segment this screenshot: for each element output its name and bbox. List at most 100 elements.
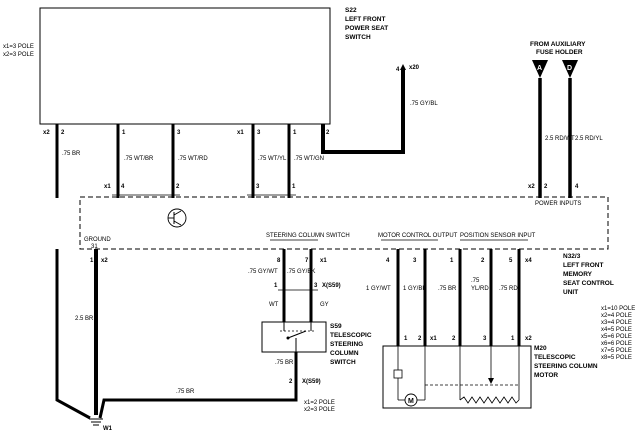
ground-w1: W1 (103, 426, 113, 432)
steer-section-label: STEERING COLUMN SWITCH (266, 233, 350, 239)
m20-label-3: MOTOR (534, 372, 558, 379)
sensor-wire-rd-pin-bot: 1 (511, 336, 515, 342)
pole-item: x5=6 POLE (601, 334, 632, 340)
upper-wire-wt-rd-pin: 3 (177, 130, 181, 136)
fuse-d-letter: D (567, 65, 572, 72)
motor-letter: M (408, 398, 414, 405)
upper-wire-wt-br-pin-bot: 4 (121, 184, 125, 190)
s22-pole-2: x2=3 POLE (3, 52, 34, 58)
upper-wire-wt-yl-label: .75 WT/YL (258, 156, 287, 162)
steer-wire-gy-bk-pin-bot: 3 (314, 283, 318, 289)
sensor-wire-rd-pin: 5 (509, 258, 513, 264)
s22-id: S22 (345, 7, 357, 14)
sensor-wire-rd-label: .75 RD (499, 286, 518, 292)
fuse-wire-rd-yl-pin: 4 (575, 184, 579, 190)
fuse-wire-rd-wt-pin: 2 (544, 184, 548, 190)
steer-wire-gy-wt-pin: 8 (277, 258, 281, 264)
sensor-wire-yl-rd-label-2: YL/RD (471, 286, 489, 292)
m20-label-1: TELESCOPIC (534, 354, 576, 361)
sensor-wire-yl-rd-label-1: .75 (471, 278, 480, 284)
transistor-icon (167, 208, 187, 228)
motor-wire-gy-wt-pin: 4 (386, 258, 390, 264)
sensor-section-label: POSITION SENSOR INPUT (460, 233, 536, 239)
pole-item: x3=4 POLE (601, 320, 632, 326)
ground-wire-bend-left (55, 249, 91, 420)
pole-list: x1=10 POLE x2=4 POLE x3=4 POLE x4=5 POLE… (601, 306, 635, 361)
m20-internal-circuit (393, 346, 520, 404)
pole-item: x6=6 POLE (601, 341, 632, 347)
fuse-wire-conn: x2 (528, 184, 535, 190)
steer-wire-gy-bk-label: .75 GY/BK (287, 269, 315, 275)
sensor-wire-br-pin-bot: 2 (452, 336, 456, 342)
s59-switch-icon (280, 322, 316, 352)
fuse-label-1: FROM AUXILIARY (530, 41, 586, 48)
fuse-wire-rd-yl-label: 2.5 RD/YL (575, 136, 603, 142)
m20-label-2: STEERING COLUMN (534, 363, 598, 370)
motor-icon (404, 393, 418, 407)
n32-label-2: MEMORY (563, 271, 593, 278)
wire-gy-bl-label: .75 GY/BL (410, 101, 438, 107)
upper-wire-br-pin: 2 (61, 130, 65, 136)
s22-label-2: POWER SEAT (345, 25, 388, 32)
pole-item: x1=10 POLE (601, 306, 635, 312)
s22-label-1: LEFT FRONT (345, 16, 385, 23)
motor-wire-gy-bk-label: 1 GY/BK (403, 286, 426, 292)
steer-wire-conn-bot: X(S59) (322, 283, 341, 289)
s59-label-3: COLUMN (330, 350, 359, 357)
steer-wire-wt-color: WT (269, 302, 279, 308)
sensor-wire-br-label: .75 BR (438, 286, 457, 292)
s59-box (261, 321, 327, 353)
ground-conn: x2 (101, 258, 108, 264)
steer-wire-conn: x1 (320, 258, 327, 264)
s59-id: S59 (330, 323, 342, 330)
s59-br-label: .75 BR (275, 360, 294, 366)
fuse-label-2: FUSE HOLDER (536, 49, 583, 56)
m20-id: M20 (534, 345, 547, 352)
pole-item: x7=5 POLE (601, 348, 632, 354)
pole-item: x8=5 POLE (601, 355, 632, 361)
pole-item: x4=5 POLE (601, 327, 632, 333)
s59-pole-1: x1=2 POLE (304, 400, 335, 406)
s59-label-1: TELESCOPIC (330, 332, 372, 339)
steer-wire-gy-bk-pin: 7 (305, 258, 309, 264)
motor-section-label: MOTOR CONTROL OUTPUT (378, 233, 458, 239)
n32-label-1: LEFT FRONT (563, 262, 603, 269)
motor-wire-gy-bk-pin-bot: 2 (418, 336, 422, 342)
upper-wire-wt-br-pin: 1 (122, 130, 126, 136)
s59-pin2: 2 (289, 379, 293, 385)
upper-wire-wt-gn-label: .75 WT/GN (294, 156, 324, 162)
fuse-d-triangle (562, 60, 578, 78)
upper-wire-wt-yl-conn: x1 (237, 130, 244, 136)
ground-pin: 1 (90, 258, 94, 264)
fuse-a-letter: A (537, 65, 542, 72)
n32-id: N32/3 (563, 253, 581, 260)
upper-wire-wt-rd-label: .75 WT/RD (178, 156, 208, 162)
fuse-wire-rd-wt-label: 2.5 RD/WT (545, 136, 575, 142)
sensor-wire-conn: x4 (525, 258, 532, 264)
s22-box (39, 7, 331, 125)
n32-label-3: SEAT CONTROL (563, 280, 614, 287)
upper-wire-wt-gn-pin: 1 (293, 130, 297, 136)
ground-pin-31: 31 (91, 244, 98, 250)
pole-item: x2=4 POLE (601, 313, 632, 319)
upper-wire-gy-bl-pin: 2 (326, 130, 330, 136)
upper-wire-wt-yl-pin: 3 (257, 130, 261, 136)
upper-wire-wt-yl-pin-bot: 3 (256, 184, 260, 190)
upper-wire-br-conn: x2 (43, 130, 50, 136)
m20-box (382, 345, 532, 409)
steer-wire-gy-wt-pin-bot: 1 (274, 283, 278, 289)
sensor-wire-yl-rd-pin-bot: 3 (483, 336, 487, 342)
ground-icon (89, 418, 103, 426)
s59-label-4: SWITCH (330, 359, 356, 366)
ground-wire-bottom-label: .75 BR (176, 389, 195, 395)
steer-wire-gy-color: GY (320, 302, 329, 308)
sensor-wire-yl-rd-pin: 2 (481, 258, 485, 264)
upper-wire-wt-br-conn-bot: x1 (104, 184, 111, 190)
upper-wire-wt-br-label: .75 WT/BR (124, 156, 154, 162)
steer-wire-gy-wt-label: .75 GY/WT (248, 269, 278, 275)
x20-conn: x20 (409, 65, 420, 71)
s59-conn2: X(S59) (302, 379, 321, 385)
ground-wire-label: 2.5 BR (75, 316, 94, 322)
s59-pole-2: x2=3 POLE (304, 407, 335, 413)
ground-label: GROUND (84, 237, 111, 243)
